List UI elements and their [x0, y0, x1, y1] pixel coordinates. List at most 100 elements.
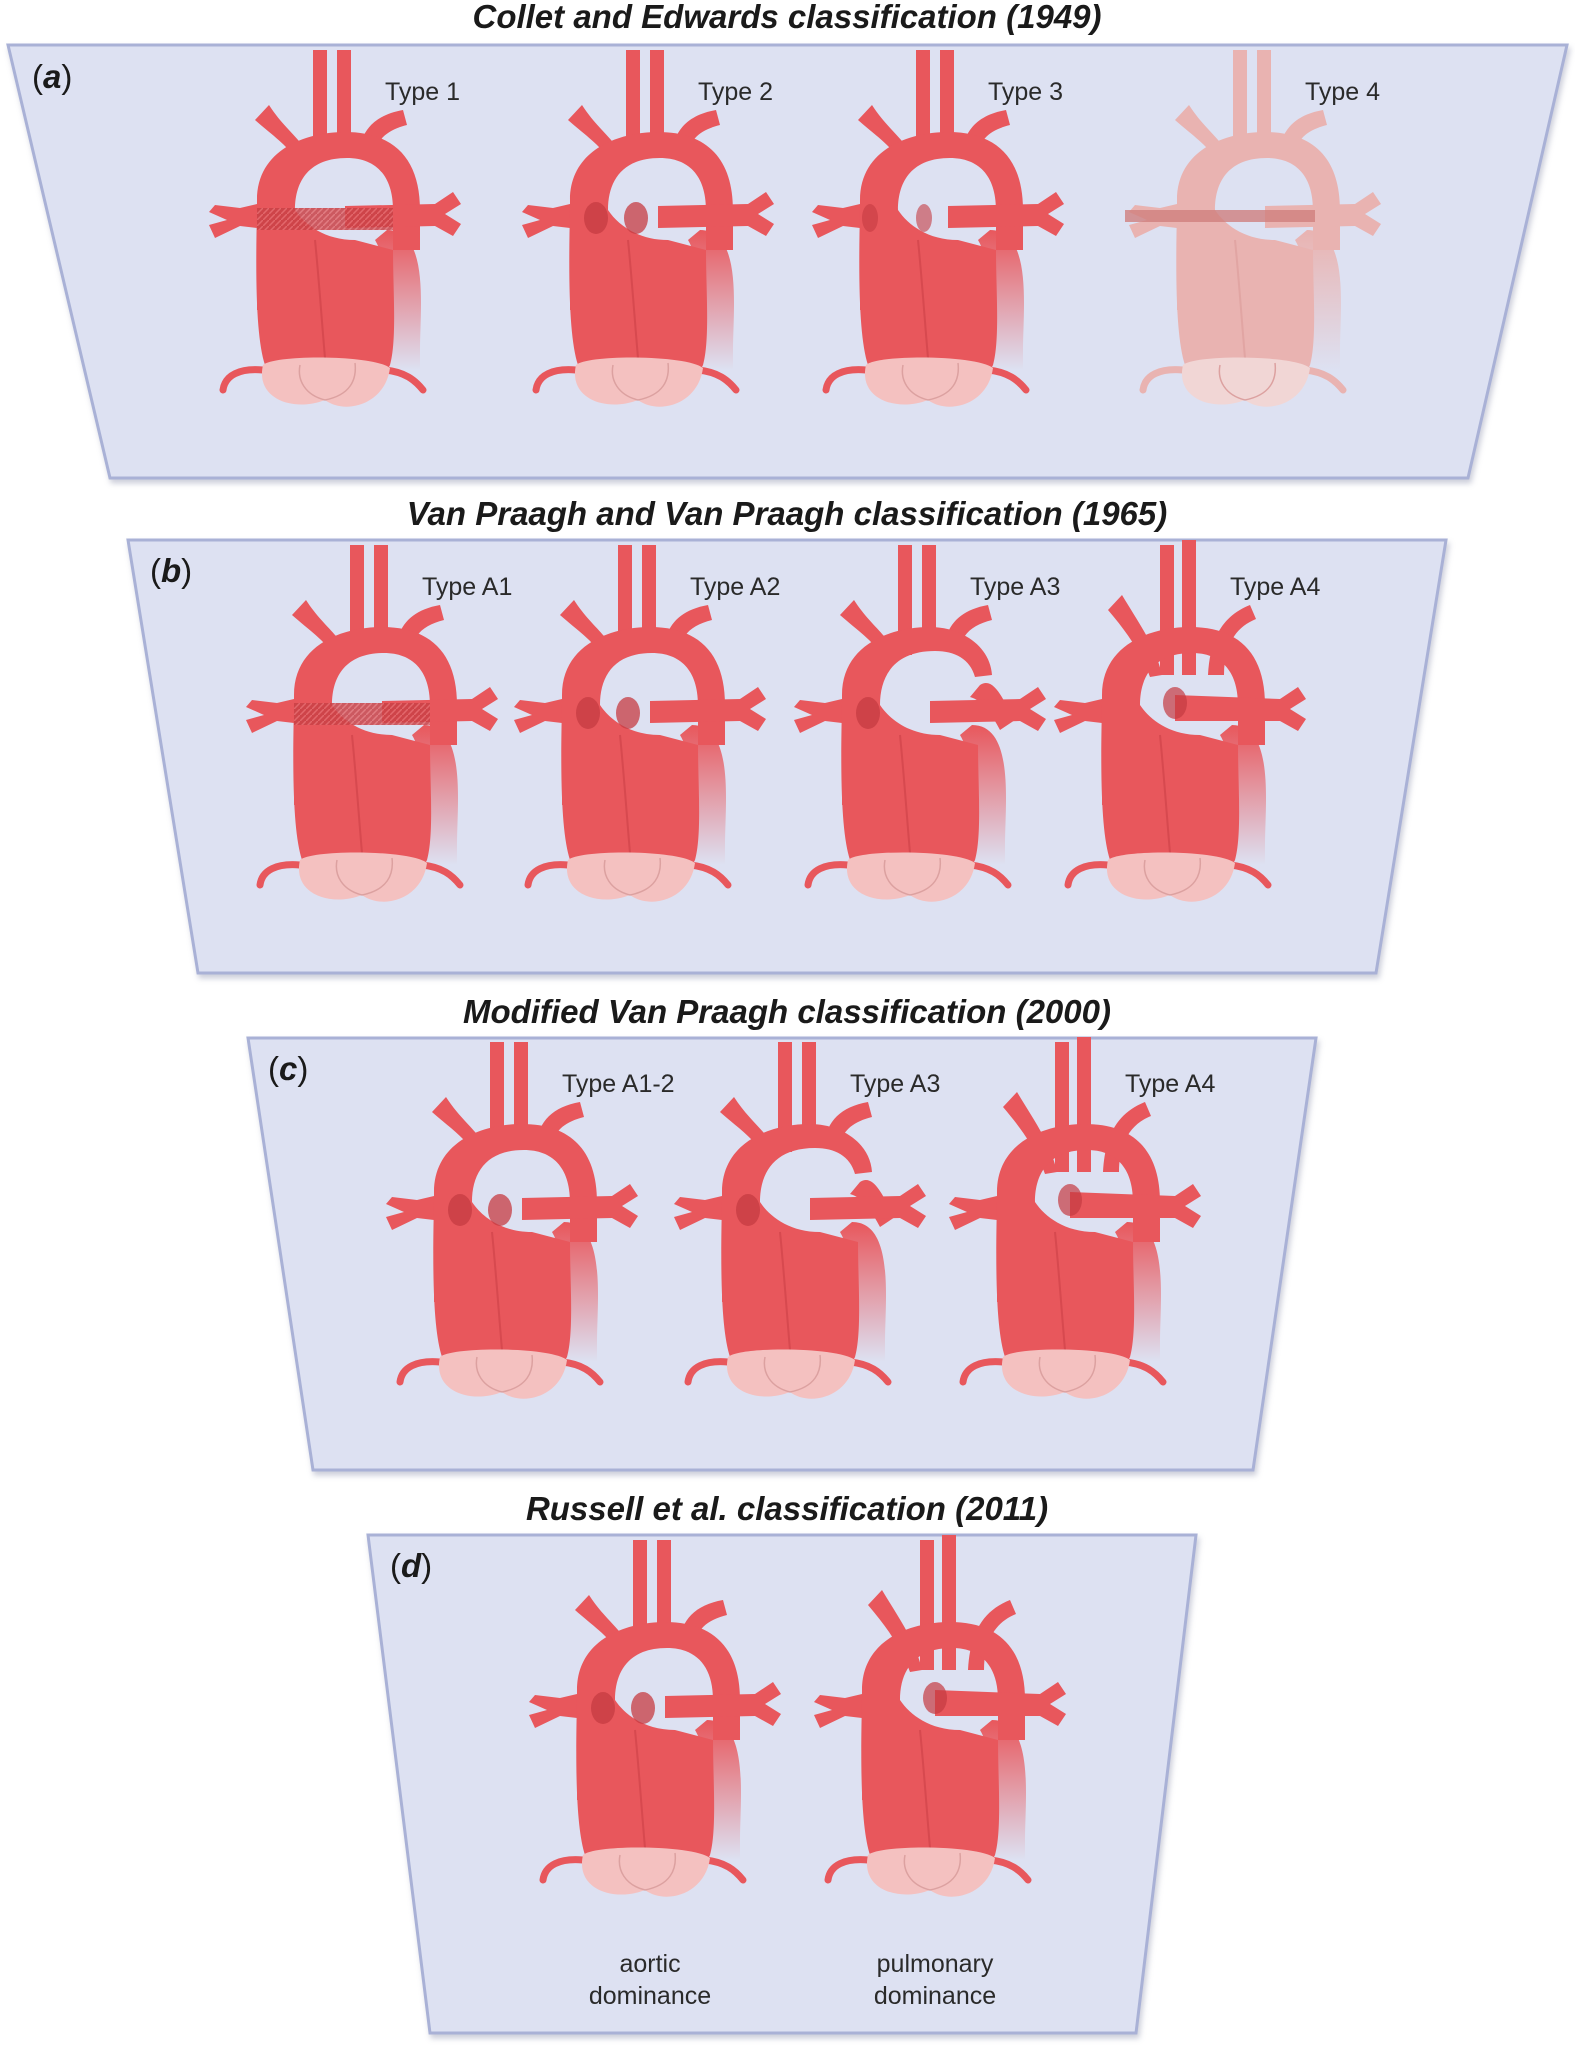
- common-trunk: [859, 210, 998, 384]
- right-pulmonary-orifice: [591, 1692, 615, 1724]
- type-label: Type 3: [988, 78, 1063, 106]
- valve-cusp-lines: [298, 362, 357, 401]
- left-coronary-stub: [966, 861, 1012, 889]
- panel-b-hearts: Type A1 Type A2 Type A3 Type A4: [246, 540, 1320, 902]
- right-pulmonary-branch: [386, 1196, 434, 1230]
- valve-cusp-lines: [1143, 857, 1202, 896]
- valve-cusp-lines: [618, 1852, 677, 1891]
- right-coronary-stub: [824, 1856, 872, 1884]
- right-pulmonary-orifice: [584, 202, 608, 234]
- left-coronary-stub: [686, 861, 732, 889]
- right-carotid-vessel: [313, 50, 327, 160]
- common-trunk: [721, 1202, 860, 1376]
- left-pulmonary-branch: [810, 1184, 926, 1228]
- pulmonary-orifice: [1058, 1184, 1082, 1216]
- right-carotid-vessel: [618, 545, 632, 655]
- right-pulmonary-branch: [1054, 699, 1102, 733]
- common-trunk: [433, 1202, 572, 1376]
- valve-cusp-lines: [611, 362, 670, 401]
- type-label-line: Type A4: [1125, 1070, 1215, 1098]
- right-coronary-stub: [396, 1358, 444, 1386]
- left-carotid-vessel: [802, 1042, 816, 1147]
- type-label-line: Type 2: [698, 78, 773, 106]
- left-pulmonary-branch: [1265, 192, 1381, 236]
- right-carotid-vessel: [898, 545, 912, 655]
- left-carotid-vessel: [942, 1535, 956, 1670]
- left-pulmonary-branch: [1175, 687, 1306, 731]
- right-coronary-stub: [804, 861, 852, 889]
- heart-diagram: Type A4: [949, 1037, 1215, 1399]
- common-trunk: [841, 705, 980, 879]
- left-coronary-stub: [418, 861, 464, 889]
- right-pulmonary-branch: [674, 1196, 722, 1230]
- valve-cusp-lines: [903, 1852, 962, 1891]
- heart-diagram: Type 4: [1125, 50, 1381, 407]
- type-label: Type A3: [850, 1070, 940, 1098]
- heart-diagram: Type 3: [812, 50, 1064, 407]
- left-carotid-vessel: [1182, 540, 1196, 675]
- panel-c-hearts: Type A1-2 Type A3 Type A4: [386, 1037, 1215, 1399]
- left-coronary-stub: [1121, 1358, 1167, 1386]
- valve-cusp-lines: [1218, 362, 1277, 401]
- left-pulmonary-orifice: [631, 1692, 655, 1724]
- left-coronary-stub: [984, 366, 1030, 394]
- type-label: Type A2: [690, 573, 780, 601]
- left-pulmonary-branch: [1070, 1184, 1201, 1228]
- truncal-valve: [864, 357, 993, 407]
- right-carotid-vessel: [633, 1540, 647, 1650]
- type-label-line: Type 1: [385, 78, 460, 106]
- left-coronary-stub: [846, 1358, 892, 1386]
- right-carotid-vessel: [490, 1042, 504, 1152]
- left-carotid-vessel: [1257, 50, 1271, 155]
- truncal-valve: [846, 852, 975, 902]
- common-trunk: [569, 210, 708, 384]
- type-label: Type 1: [385, 78, 460, 106]
- valve-cusp-lines: [901, 362, 960, 401]
- right-coronary-stub: [219, 366, 267, 394]
- truncal-valve: [574, 357, 703, 407]
- truncal-valve: [581, 1847, 710, 1897]
- right-pulmonary-branch: [529, 1694, 577, 1728]
- type-label-line: Type A3: [850, 1070, 940, 1098]
- left-pulmonary-branch: [650, 687, 766, 731]
- bronchial-band: [1125, 210, 1315, 222]
- heart-diagram: Type A3: [674, 1042, 940, 1399]
- left-coronary-stub: [694, 366, 740, 394]
- common-trunk: [256, 210, 395, 384]
- left-pulmonary-branch: [658, 192, 774, 236]
- type-label: Type A4: [1125, 1070, 1215, 1098]
- right-carotid-vessel: [626, 50, 640, 160]
- right-coronary-stub: [1064, 861, 1112, 889]
- type-label-line: Type 4: [1305, 78, 1380, 106]
- type-label-line: Type A2: [690, 573, 780, 601]
- aortic-arch: [570, 132, 733, 310]
- left-carotid-vessel: [1077, 1037, 1091, 1172]
- panel-title-d: Russell et al. classification (2011): [526, 1490, 1048, 1527]
- common-trunk: [1101, 705, 1240, 879]
- truncal-valve: [1106, 852, 1235, 902]
- right-coronary-stub: [256, 861, 304, 889]
- panel-label-d: (d): [390, 1547, 432, 1584]
- truncal-valve: [866, 1847, 995, 1897]
- type-label: Type A1: [422, 573, 512, 601]
- right-pulmonary-branch: [949, 1196, 997, 1230]
- left-carotid-vessel: [650, 50, 664, 155]
- type-label-line: Type 3: [988, 78, 1063, 106]
- valve-cusp-lines: [883, 857, 942, 896]
- heart-diagram: Type A2: [514, 545, 780, 902]
- type-label-line: Type A1: [422, 573, 512, 601]
- heart-diagram: Type 1: [209, 50, 461, 407]
- left-carotid-vessel: [374, 545, 388, 650]
- aortic-arch: [1102, 627, 1265, 805]
- left-pulmonary-orifice: [616, 697, 640, 729]
- right-carotid-vessel: [778, 1042, 792, 1152]
- common-trunk: [293, 705, 432, 879]
- type-label: Type 4: [1305, 78, 1380, 106]
- common-trunk: [1176, 210, 1315, 384]
- left-pulmonary-branch: [948, 192, 1064, 236]
- heart-diagram: Type A1-2: [386, 1042, 675, 1399]
